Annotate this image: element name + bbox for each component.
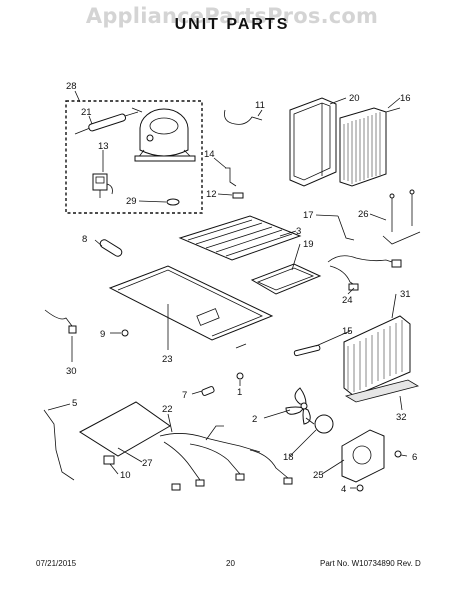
footer-part-number: Part No. W10734890 Rev. D bbox=[320, 559, 421, 568]
part-7-clip[interactable] bbox=[201, 386, 215, 396]
callout-20: 20 bbox=[349, 93, 360, 104]
part-32-cover[interactable] bbox=[344, 379, 420, 403]
part-21-drier[interactable] bbox=[74, 111, 139, 135]
callout-32: 32 bbox=[396, 412, 407, 423]
compressor-group-box bbox=[65, 100, 203, 214]
part-10-clip[interactable] bbox=[103, 455, 115, 465]
part-8-grommet[interactable] bbox=[99, 238, 124, 258]
part-1-screw[interactable] bbox=[236, 372, 244, 380]
part-26-tubing[interactable] bbox=[382, 189, 421, 245]
footer-date: 07/21/2015 bbox=[36, 559, 77, 568]
part-29-grommet[interactable] bbox=[166, 198, 180, 206]
part-28-compressor[interactable] bbox=[131, 107, 196, 162]
callout-19: 19 bbox=[303, 239, 314, 250]
part-17-tube[interactable] bbox=[337, 215, 355, 241]
part-31-condenser[interactable] bbox=[343, 315, 411, 397]
callout-4: 4 bbox=[341, 484, 346, 495]
part-14-bracket[interactable] bbox=[225, 167, 237, 187]
callout-14: 14 bbox=[204, 149, 215, 160]
callout-24: 24 bbox=[342, 295, 353, 306]
callout-11: 11 bbox=[255, 100, 265, 111]
part-20-frame[interactable] bbox=[289, 97, 337, 187]
callout-10: 10 bbox=[120, 470, 131, 481]
part-11-tube[interactable] bbox=[224, 109, 263, 125]
part-12-clip[interactable] bbox=[232, 192, 244, 199]
watermark: AppliancePartsPros.com bbox=[85, 4, 379, 28]
callout-3: 3 bbox=[296, 226, 301, 237]
page-title: UNIT PARTS bbox=[174, 16, 290, 33]
part-25-fan-bracket[interactable] bbox=[341, 429, 385, 483]
part-4-screw[interactable] bbox=[356, 484, 364, 492]
callout-9: 9 bbox=[100, 329, 105, 340]
part-13-start-relay[interactable] bbox=[92, 173, 113, 198]
part-19-drain-pan[interactable] bbox=[250, 263, 322, 295]
callout-13: 13 bbox=[98, 141, 109, 152]
callout-31: 31 bbox=[400, 289, 411, 300]
callout-8: 8 bbox=[82, 234, 87, 245]
part-5-tube[interactable] bbox=[43, 409, 75, 481]
part-23-base-plate[interactable] bbox=[108, 265, 274, 349]
callout-5: 5 bbox=[72, 398, 77, 409]
callout-26: 26 bbox=[358, 209, 369, 220]
callout-27: 27 bbox=[142, 458, 153, 469]
part-18-fan-motor[interactable] bbox=[305, 414, 334, 434]
callout-28: 28 bbox=[66, 81, 77, 92]
footer-page-number: 20 bbox=[226, 559, 235, 568]
callout-16: 16 bbox=[400, 93, 411, 104]
callout-29: 29 bbox=[126, 196, 137, 207]
callout-2: 2 bbox=[252, 414, 257, 425]
callout-22: 22 bbox=[162, 404, 173, 415]
part-2-fan-blade[interactable] bbox=[285, 387, 311, 425]
part-3-heater[interactable] bbox=[178, 215, 302, 261]
callout-30: 30 bbox=[66, 366, 77, 377]
part-22-wire-harness[interactable] bbox=[159, 425, 293, 491]
part-9-screw[interactable] bbox=[121, 329, 129, 337]
part-24-harness[interactable] bbox=[327, 255, 402, 291]
part-6-screw[interactable] bbox=[394, 450, 402, 458]
callout-21: 21 bbox=[81, 107, 92, 118]
callout-25: 25 bbox=[313, 470, 324, 481]
part-27-insulation[interactable] bbox=[79, 401, 171, 457]
callout-15: 15 bbox=[342, 326, 353, 337]
part-30-sensor[interactable] bbox=[44, 309, 77, 334]
callout-6: 6 bbox=[412, 452, 417, 463]
part-15-clip[interactable] bbox=[293, 344, 321, 357]
part-16-evaporator[interactable] bbox=[339, 107, 401, 187]
callout-7: 7 bbox=[182, 390, 187, 401]
callout-18: 18 bbox=[283, 452, 294, 463]
callout-12: 12 bbox=[206, 189, 217, 200]
callout-23: 23 bbox=[162, 354, 173, 365]
callout-17: 17 bbox=[303, 210, 314, 221]
callout-1: 1 bbox=[237, 387, 242, 398]
